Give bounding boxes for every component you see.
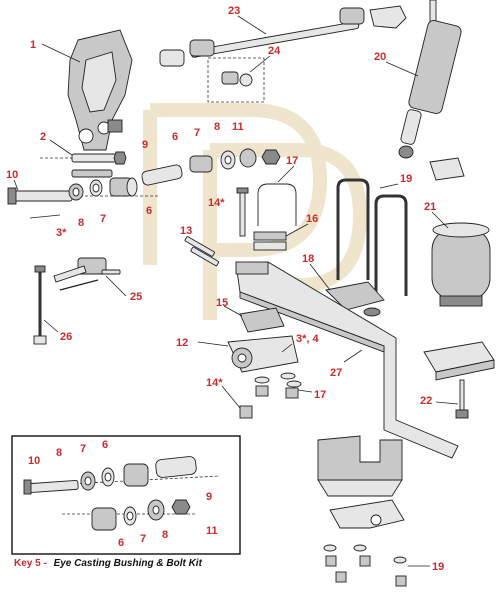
callout-25: 25 (130, 291, 142, 303)
wear-pad-15 (239, 307, 285, 333)
track-rod (159, 5, 407, 67)
callout-14-lower: 14* (206, 377, 223, 389)
callout-3-star-left: 3* (56, 227, 67, 239)
callout-7-kit: 7 (80, 443, 86, 455)
callout-24: 24 (268, 45, 281, 57)
callout-17-upper: 17 (286, 155, 298, 167)
callout-17-lower: 17 (314, 389, 326, 401)
callout-1: 1 (30, 39, 36, 51)
callout-8-kit-bottom: 8 (162, 529, 168, 541)
callout-6-kit-top: 6 (102, 439, 108, 451)
kit-bolt-row (23, 456, 221, 495)
eye-casting-12 (227, 335, 299, 373)
callout-14-upper: 14* (208, 197, 225, 209)
air-spring (431, 222, 491, 307)
height-control-valve-25 (53, 257, 121, 291)
callout-7-upper: 7 (194, 127, 200, 139)
callout-11-kit: 11 (206, 525, 218, 537)
callout-3-4: 3*, 4 (296, 333, 320, 345)
clamp-plate-18 (325, 281, 385, 317)
callout-10-main: 10 (6, 169, 18, 181)
hardware-nuts-lower (254, 372, 302, 399)
callout-13: 13 (180, 225, 192, 237)
bushing-detail-box (207, 57, 265, 103)
callout-6-kit-bottom: 6 (118, 537, 124, 549)
callout-23: 23 (228, 5, 240, 17)
bushing-row-upper (141, 148, 281, 186)
callout-19-lower: 19 (432, 561, 444, 573)
callout-15: 15 (216, 297, 228, 309)
callout-10-kit: 10 (28, 455, 40, 467)
callout-6-main: 6 (146, 205, 152, 217)
kit-caption-text: Eye Casting Bushing & Bolt Kit (54, 558, 203, 569)
u-bolt-upper (257, 183, 297, 226)
bolts-13 (184, 236, 220, 267)
callout-19-upper: 19 (400, 173, 412, 185)
callout-11-upper: 11 (232, 121, 244, 133)
callout-7-main: 7 (100, 213, 106, 225)
bolt-14-lower (239, 405, 253, 419)
callout-7-kit-bottom: 7 (140, 533, 146, 545)
bolt-14-upper (236, 187, 249, 237)
linkage-rod-26 (33, 265, 47, 345)
kit-caption: Key 5 - Eye Casting Bushing & Bolt Kit (14, 558, 203, 569)
callout-6-upper: 6 (172, 131, 178, 143)
callout-22: 22 (420, 395, 432, 407)
callout-12: 12 (176, 337, 188, 349)
u-bolts-19 (336, 178, 408, 296)
callout-8-main: 8 (78, 217, 84, 229)
callout-20: 20 (374, 51, 386, 63)
callout-9-upper: 9 (142, 139, 148, 151)
kit-detail-box (11, 435, 241, 555)
callout-21: 21 (424, 201, 436, 213)
kit-bushing-row (62, 499, 196, 531)
callout-9-kit: 9 (206, 491, 212, 503)
callout-8-kit: 8 (56, 447, 62, 459)
callout-18: 18 (302, 253, 314, 265)
trailing-arm-27 (235, 261, 459, 459)
kit-caption-key: Key 5 - (14, 558, 47, 569)
callout-8-upper: 8 (214, 121, 220, 133)
axle-seat-lower (317, 435, 405, 529)
air-spring-base-22 (423, 341, 495, 419)
top-bolt-row (40, 151, 127, 178)
hanger-bracket (67, 29, 133, 151)
callout-27: 27 (330, 367, 342, 379)
callout-2: 2 (40, 131, 46, 143)
shock-absorber (398, 0, 465, 181)
callout-26: 26 (60, 331, 72, 343)
eye-bolt-row (7, 177, 160, 205)
callout-16: 16 (306, 213, 318, 225)
hardware-bottom (323, 544, 407, 587)
